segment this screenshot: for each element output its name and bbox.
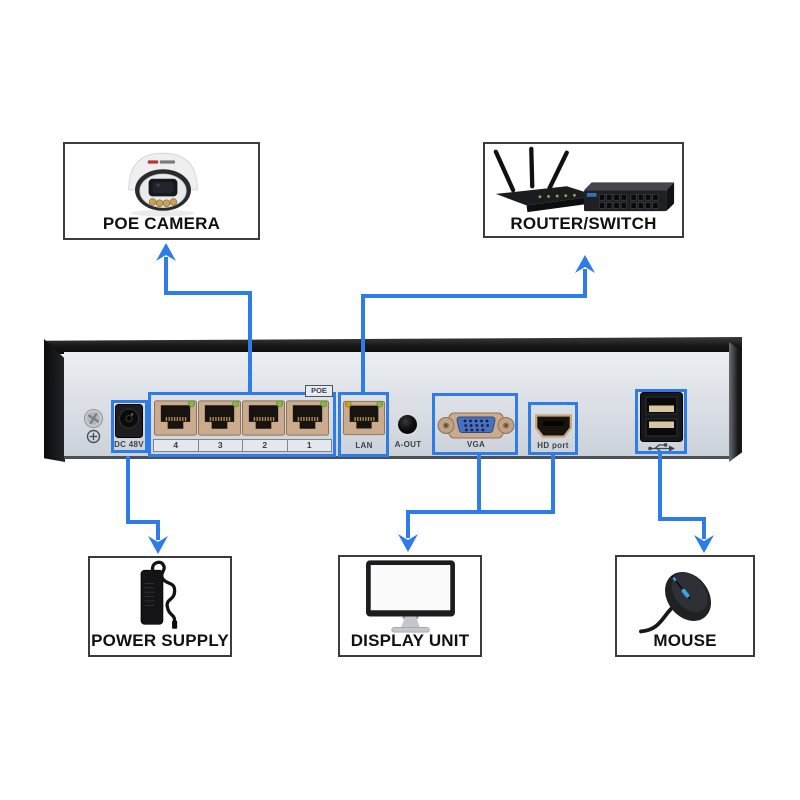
poe-camera-image: [128, 152, 198, 217]
nvr-right-edge: [729, 342, 742, 462]
switch-ports: [599, 194, 659, 209]
dc-port-label: DC 48V: [114, 440, 144, 449]
poe-highlight-box: [148, 392, 336, 457]
router-antennas: [493, 146, 569, 193]
poe-camera-box: POE CAMERA: [63, 142, 260, 240]
arrow-dc-to-power: [126, 456, 160, 540]
lan-highlight-box: [338, 392, 389, 457]
arrowhead-mouse: [694, 535, 714, 553]
poe3-led: [232, 400, 239, 408]
mouse-box: MOUSE: [615, 555, 755, 657]
display-unit-box: DISPLAY UNIT: [338, 555, 482, 657]
nvr-rear-panel: DC 48V POE 4: [44, 337, 742, 462]
power-supply-image: [140, 560, 178, 629]
poe-number-2: 2: [242, 440, 287, 451]
hdmi-port: [534, 414, 573, 438]
usb-ports: [640, 392, 683, 442]
router-body: [495, 186, 598, 206]
router-switch-image: [493, 146, 675, 213]
power-supply-label: POWER SUPPLY: [91, 631, 229, 650]
arrowhead-camera: [156, 243, 176, 261]
aout-port-label: A-OUT: [394, 440, 422, 449]
poe-port-2: [242, 400, 285, 436]
poe-number-strip: 4 3 2 1: [153, 439, 332, 452]
mouse-label: MOUSE: [653, 631, 717, 650]
display-unit-label: DISPLAY UNIT: [350, 631, 470, 650]
router-switch-box: ROUTER/SWITCH: [483, 142, 684, 238]
lan-led-green: [376, 400, 383, 408]
poe-port-1: [286, 400, 329, 436]
monitor-stand: [401, 616, 420, 628]
router-leds: [538, 193, 576, 199]
poe-camera-label: POE CAMERA: [102, 214, 221, 233]
arrowhead-power: [148, 536, 168, 554]
arrow-usb-to-mouse: [658, 454, 706, 539]
monitor-screen: [370, 565, 451, 611]
switch-top: [584, 182, 675, 191]
vga-port-label: VGA: [466, 440, 486, 449]
arrowhead-display: [398, 534, 418, 552]
mouse-cable: [639, 606, 674, 634]
dc-power-jack: [115, 404, 143, 438]
mouse-scroll-wheel: [681, 588, 690, 598]
audio-out-jack: [398, 415, 417, 434]
ground-icon: [86, 429, 101, 444]
display-unit-image: [366, 560, 455, 633]
poe-number-3: 3: [197, 440, 243, 451]
vga-port: [437, 412, 515, 439]
poe-number-1: 1: [286, 440, 332, 451]
mouse-image: [639, 572, 712, 634]
poe-tag: POE: [305, 385, 333, 397]
camera-ir-leds: [148, 198, 178, 207]
router-switch-label: ROUTER/SWITCH: [510, 214, 657, 233]
hdmi-port-label: HD port: [537, 441, 569, 450]
poe-port-3: [198, 400, 241, 436]
power-cable: [150, 560, 177, 623]
arrow-video-to-display: [406, 455, 555, 538]
nvr-left-edge: [44, 339, 65, 462]
usb-highlight-box: [635, 389, 687, 454]
poe-port-4: [154, 400, 197, 436]
dc-highlight-box: [111, 400, 148, 453]
poe4-led: [188, 400, 195, 408]
screw-icon: [83, 408, 104, 429]
lan-led-yellow: [345, 400, 352, 408]
vga-highlight-box: [432, 393, 518, 455]
poe1-led: [320, 400, 327, 408]
lan-port-label: LAN: [355, 441, 373, 450]
poe2-led: [276, 400, 283, 408]
lan-port: [343, 400, 385, 436]
arrowhead-router: [575, 255, 595, 273]
hdmi-highlight-box: [528, 402, 578, 455]
camera-logo: [147, 160, 159, 164]
power-supply-box: POWER SUPPLY: [88, 556, 232, 657]
power-plug: [172, 620, 178, 629]
poe-number-4: 4: [173, 440, 179, 450]
